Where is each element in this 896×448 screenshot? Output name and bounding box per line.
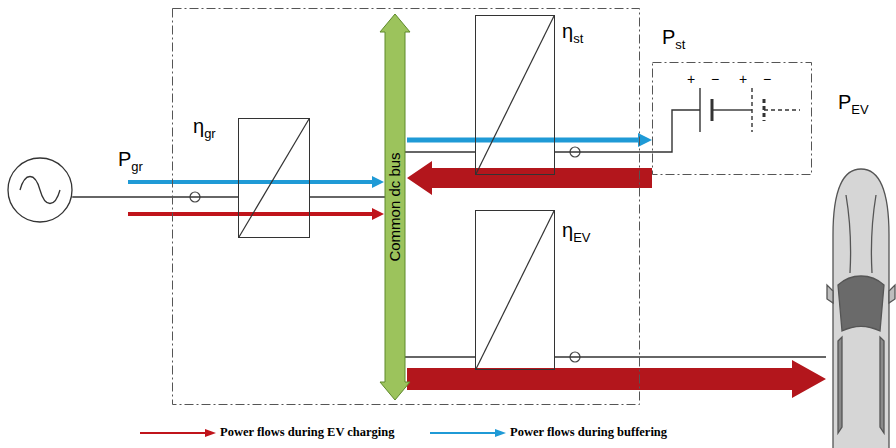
- power-label: ηgr: [193, 115, 216, 137]
- buffer-flow: [128, 180, 374, 184]
- source-circle: [8, 158, 72, 222]
- polarity-sign: −: [763, 72, 771, 86]
- power-label: Pst: [662, 26, 685, 48]
- legend-sample: [430, 432, 496, 434]
- buffer-flow: [407, 138, 640, 143]
- dc-bus: Common dc bus: [380, 14, 410, 400]
- wire-connector: [555, 151, 652, 152]
- grid-converter: ηgr: [238, 118, 310, 238]
- dash-dot-outline: [652, 62, 812, 175]
- ac-source-symbol: [7, 157, 73, 223]
- wire-connector: [555, 356, 826, 357]
- converter-symbol: [239, 119, 309, 237]
- sine-wave: [20, 177, 60, 204]
- car-symbol: [826, 165, 896, 448]
- power-label: Pgr: [118, 148, 143, 170]
- wire-connector: [72, 196, 238, 197]
- text-holder: ηEV: [562, 219, 590, 245]
- converter-diagonal: [476, 16, 554, 174]
- wire-connector: [405, 356, 475, 357]
- power-label: ηst: [562, 20, 583, 42]
- polarity-sign: +: [739, 72, 747, 86]
- legend-text: Power flows during EV charging: [220, 426, 395, 440]
- converter-diagonal: [476, 211, 554, 369]
- text-holder: Pst: [662, 26, 685, 52]
- legend-sample: [140, 432, 206, 434]
- polarity-sign: +: [687, 72, 695, 86]
- text-holder: ηst: [562, 20, 583, 46]
- ev-converter: ηEV: [475, 210, 555, 370]
- storage-converter: ηst: [475, 15, 555, 175]
- storage-battery: Pst: [652, 62, 812, 175]
- legend-sample-head: [495, 429, 506, 437]
- text-holder: ηgr: [193, 115, 216, 141]
- dash-dot-border: [653, 63, 812, 175]
- text-holder: Common dc bus: [386, 152, 404, 261]
- car-side-windows: [838, 337, 884, 433]
- converter-symbol: [476, 211, 554, 369]
- car-windshield: [838, 276, 884, 331]
- polarity-sign: −: [711, 72, 719, 86]
- bus-label: Common dc bus: [386, 152, 403, 261]
- charge-flow-head: [372, 208, 384, 220]
- car-body: [833, 169, 889, 448]
- converter-symbol: [476, 16, 554, 174]
- dash-dot-outline: [172, 8, 640, 405]
- legend-sample-head: [205, 429, 216, 437]
- wire-connector: [405, 151, 475, 152]
- power-label: PEV: [838, 91, 869, 113]
- buffer-flow-head: [372, 176, 384, 188]
- car-hood-lines: [846, 195, 876, 273]
- converter-diagonal: [239, 119, 309, 237]
- bus-double-arrow: [380, 14, 410, 400]
- ac-source: Pgr: [7, 157, 73, 223]
- charge-flow: [407, 161, 652, 195]
- text-holder: PEV: [838, 91, 869, 117]
- charger-housing: ηgrCommon dc busηstηEV: [172, 8, 640, 405]
- power-label: ηEV: [562, 219, 590, 241]
- wire-connector: [310, 196, 385, 197]
- text-holder: Pgr: [118, 148, 143, 174]
- dash-dot-border: [173, 9, 640, 405]
- legend-text: Power flows during buffering: [510, 426, 667, 440]
- charge-flow: [128, 212, 374, 216]
- buffer-flow-head: [638, 133, 652, 147]
- electric-vehicle: PEV: [826, 165, 896, 448]
- battery-symbol: [652, 88, 800, 152]
- charge-flow: [407, 360, 826, 398]
